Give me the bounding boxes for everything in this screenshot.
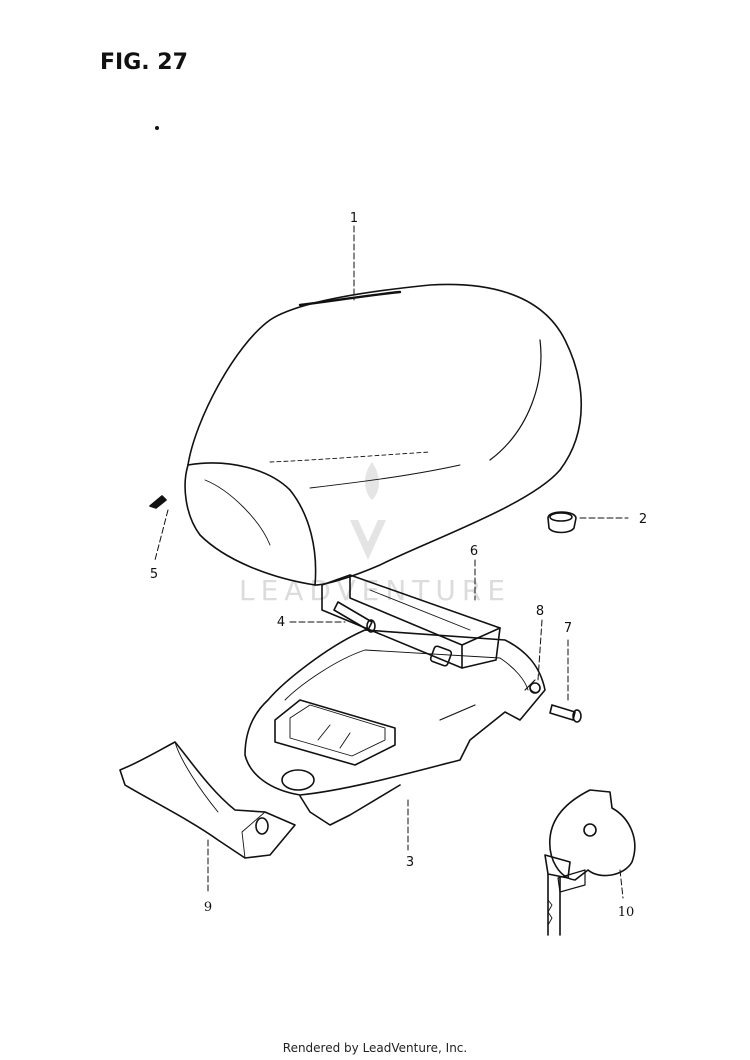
cushion-part-2 bbox=[547, 511, 577, 534]
watermark: LEADVENTURE bbox=[239, 462, 511, 607]
callout-5: 5 bbox=[150, 567, 158, 582]
footer-credit: Rendered by LeadVenture, Inc. bbox=[282, 1041, 468, 1055]
watermark-v-icon bbox=[350, 520, 386, 560]
callout-7: 7 bbox=[564, 621, 572, 636]
callout-4: 4 bbox=[277, 615, 285, 630]
callout-6: 6 bbox=[470, 544, 478, 559]
screw-part-7 bbox=[549, 704, 582, 723]
callout-8: 8 bbox=[536, 604, 544, 619]
hinge-part-9 bbox=[119, 741, 296, 859]
callout-3: 3 bbox=[406, 855, 414, 870]
watermark-flame-icon bbox=[365, 462, 379, 500]
watermark-text: LEADVENTURE bbox=[239, 574, 511, 607]
tray-part-3 bbox=[244, 629, 546, 826]
callout-1: 1 bbox=[350, 211, 358, 226]
leader-lines bbox=[154, 225, 629, 899]
figure-title: FIG. 27 bbox=[100, 50, 188, 75]
callout-9: 9 bbox=[204, 900, 212, 915]
callout-labels: 1 2 3 4 5 6 7 8 9 10 bbox=[150, 211, 647, 920]
callout-10: 10 bbox=[618, 905, 635, 920]
stray-dot bbox=[155, 126, 159, 130]
bracket-part-6 bbox=[321, 574, 501, 669]
seat-part-1 bbox=[184, 283, 582, 586]
clip-part-5 bbox=[149, 495, 167, 509]
lock-part-10 bbox=[544, 789, 636, 936]
callout-2: 2 bbox=[639, 512, 647, 527]
